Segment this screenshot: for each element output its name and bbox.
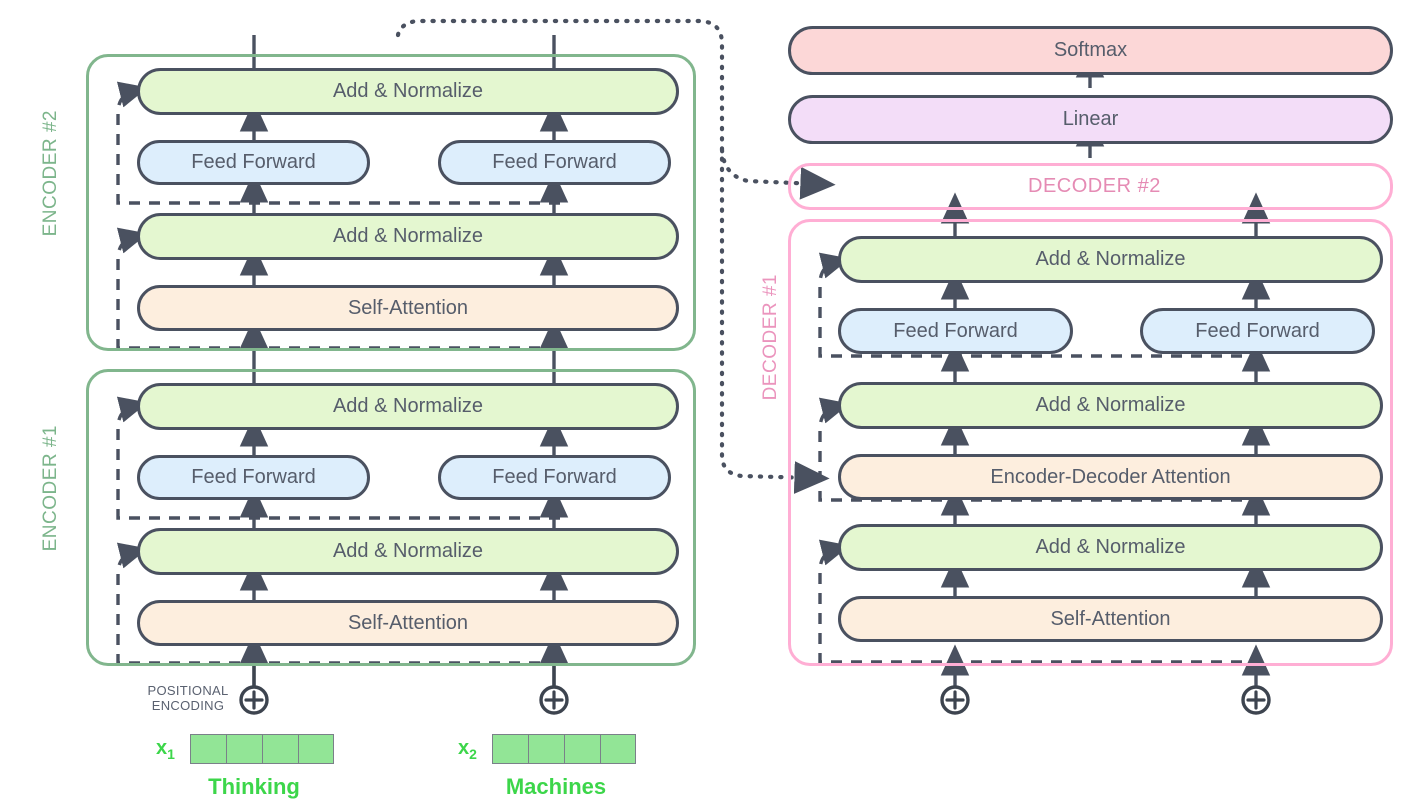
- token-2-word: Machines: [505, 774, 607, 799]
- token-2-var-label: x: [458, 737, 470, 759]
- decoder-2-label: DECODER #2: [1028, 175, 1161, 197]
- encoder-2-label: ENCODER #2: [40, 110, 61, 237]
- encoder-2-group[interactable]: [86, 54, 696, 351]
- encoder1-feed-forward-left[interactable]: Feed Forward: [137, 455, 370, 500]
- encoder1-add-normalize-bottom[interactable]: Add & Normalize: [137, 528, 679, 575]
- encoder1-feed-forward-right[interactable]: Feed Forward: [438, 455, 671, 500]
- encoder2-feed-forward-left[interactable]: Feed Forward: [137, 140, 370, 185]
- encoder2-add-normalize-top[interactable]: Add & Normalize: [137, 68, 679, 115]
- encoder-1-label: ENCODER #1: [40, 425, 61, 552]
- encoder2-self-attention[interactable]: Self-Attention: [137, 285, 679, 331]
- embedding-cell: [492, 734, 528, 764]
- token-2-embedding: [492, 734, 636, 764]
- embedding-cell: [226, 734, 262, 764]
- token-2-variable: x2: [458, 737, 477, 762]
- encoder2-add-normalize-bottom[interactable]: Add & Normalize: [137, 213, 679, 260]
- softmax-box[interactable]: Softmax: [788, 26, 1393, 75]
- decoder-2-group[interactable]: [788, 163, 1393, 210]
- encoder1-self-attention[interactable]: Self-Attention: [137, 600, 679, 646]
- decoder1-feed-forward-left[interactable]: Feed Forward: [838, 308, 1073, 354]
- decoder1-add-normalize-mid[interactable]: Add & Normalize: [838, 382, 1383, 429]
- token-2-var-index: 2: [469, 746, 477, 762]
- token-1-word: Thinking: [208, 774, 300, 799]
- embedding-cell: [564, 734, 600, 764]
- decoder-1-label: DECODER #1: [760, 274, 781, 401]
- token-1-var-index: 1: [167, 746, 175, 762]
- decoder-1-group[interactable]: [788, 219, 1393, 666]
- encoder-1-group[interactable]: [86, 369, 696, 666]
- encoder1-add-normalize-top[interactable]: Add & Normalize: [137, 383, 679, 430]
- token-1-var-label: x: [156, 737, 168, 759]
- decoder1-add-normalize-top[interactable]: Add & Normalize: [838, 236, 1383, 283]
- decoder1-feed-forward-right[interactable]: Feed Forward: [1140, 308, 1375, 354]
- linear-box[interactable]: Linear: [788, 95, 1393, 144]
- embedding-cell: [600, 734, 636, 764]
- encoder2-feed-forward-right[interactable]: Feed Forward: [438, 140, 671, 185]
- embedding-cell: [262, 734, 298, 764]
- positional-encoding-line1: POSITIONAL: [147, 683, 229, 698]
- embedding-cell: [298, 734, 334, 764]
- positional-encoding-line2: ENCODING: [151, 698, 225, 713]
- embedding-cell: [528, 734, 564, 764]
- decoder1-add-normalize-bottom[interactable]: Add & Normalize: [838, 524, 1383, 571]
- token-1-embedding: [190, 734, 334, 764]
- positional-encoding-label: POSITIONAL ENCODING: [140, 683, 236, 713]
- decoder1-encoder-decoder-attention[interactable]: Encoder-Decoder Attention: [838, 454, 1383, 500]
- token-1-variable: x1: [156, 737, 175, 762]
- embedding-cell: [190, 734, 226, 764]
- decoder1-self-attention[interactable]: Self-Attention: [838, 596, 1383, 642]
